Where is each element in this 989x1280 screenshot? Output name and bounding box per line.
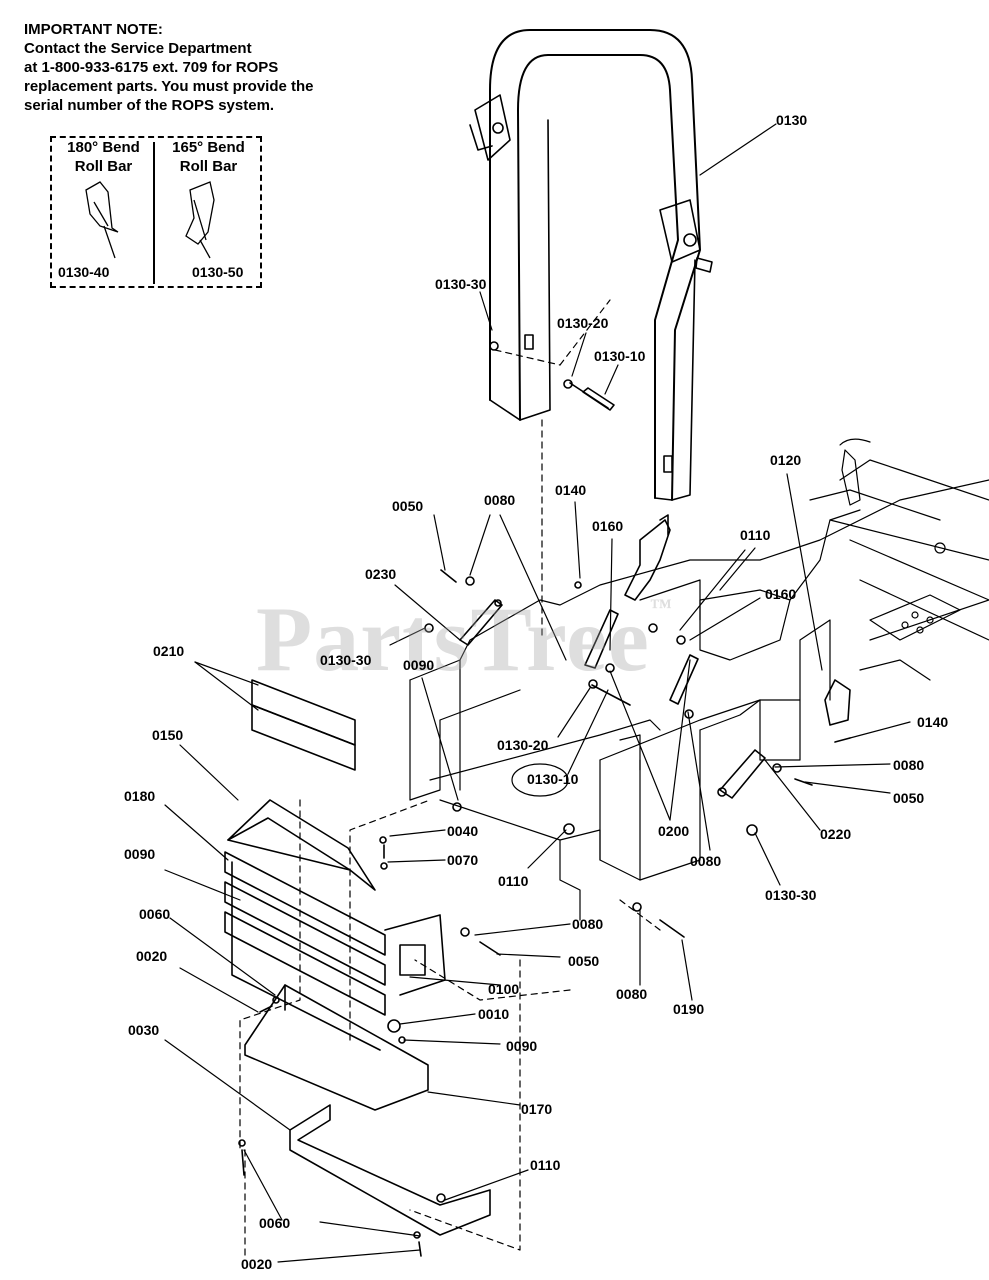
callout-0160[interactable]: 0160 (592, 518, 624, 534)
callout-0080[interactable]: 0080 (616, 986, 648, 1002)
callout-0100[interactable]: 0100 (488, 981, 520, 997)
callout-0130-30[interactable]: 0130-30 (320, 652, 372, 668)
bend-165-title: 165° Bend (172, 139, 245, 156)
callout-0110[interactable]: 0110 (740, 527, 771, 543)
callout-0060[interactable]: 0060 (259, 1215, 291, 1231)
callout-0130-10[interactable]: 0130-10 (527, 771, 579, 787)
watermark-text: PartsTree (256, 588, 650, 690)
callout-0130[interactable]: 0130 (776, 112, 808, 128)
note-line: at 1-800-933-6175 ext. 709 for ROPS (24, 59, 279, 76)
bend-180-column: 180° Bend Roll Bar (52, 138, 155, 176)
callout-0080[interactable]: 0080 (572, 916, 604, 932)
important-note: IMPORTANT NOTE: Contact the Service Depa… (24, 20, 354, 115)
callout-0060[interactable]: 0060 (139, 906, 171, 922)
callout-0020[interactable]: 0020 (241, 1256, 273, 1272)
callout-0170[interactable]: 0170 (521, 1101, 553, 1117)
note-line: Contact the Service Department (24, 40, 252, 57)
callout-0010[interactable]: 0010 (478, 1006, 510, 1022)
callout-0050[interactable]: 0050 (893, 790, 925, 806)
callout-0130-20[interactable]: 0130-20 (497, 737, 549, 753)
bend-180-subtitle: Roll Bar (74, 158, 133, 175)
callout-0080[interactable]: 0080 (484, 492, 516, 508)
callout-0090[interactable]: 0090 (506, 1038, 538, 1054)
callout-0020[interactable]: 0020 (136, 948, 168, 964)
bend-180-title: 180° Bend (67, 139, 140, 156)
callout-0090[interactable]: 0090 (403, 657, 435, 673)
callout-0110[interactable]: 0110 (498, 873, 529, 889)
roll-bar-bend-box: 180° Bend Roll Bar 165° Bend Roll Bar 01… (50, 136, 262, 288)
watermark: PartsTree™ (256, 586, 673, 692)
callout-0110[interactable]: 0110 (530, 1157, 561, 1173)
watermark-tm: ™ (649, 594, 673, 619)
callout-0210[interactable]: 0210 (153, 643, 185, 659)
mower-frame (409, 438, 989, 921)
bend-sketches (85, 181, 215, 259)
callout-0140[interactable]: 0140 (555, 482, 587, 498)
callout-0030[interactable]: 0030 (128, 1022, 160, 1038)
callout-0140[interactable]: 0140 (917, 714, 949, 730)
bend-box-divider (153, 142, 155, 284)
callout-0180[interactable]: 0180 (124, 788, 156, 804)
callout-0040[interactable]: 0040 (447, 823, 479, 839)
callout-0130-10[interactable]: 0130-10 (594, 348, 646, 364)
part-label-0130-40[interactable]: 0130-40 (58, 264, 110, 280)
callout-0050[interactable]: 0050 (392, 498, 424, 514)
callout-0130-30[interactable]: 0130-30 (765, 887, 817, 903)
callout-0130-30[interactable]: 0130-30 (435, 276, 487, 292)
callout-0160[interactable]: 0160 (765, 586, 797, 602)
callout-0090[interactable]: 0090 (124, 846, 156, 862)
callout-0120[interactable]: 0120 (770, 452, 802, 468)
callout-0220[interactable]: 0220 (820, 826, 852, 842)
callout-0200[interactable]: 0200 (658, 823, 690, 839)
callout-0230[interactable]: 0230 (365, 566, 397, 582)
callout-0130-20[interactable]: 0130-20 (557, 315, 609, 331)
callout-0080[interactable]: 0080 (893, 757, 925, 773)
bend-165-subtitle: Roll Bar (179, 158, 238, 175)
callout-0050[interactable]: 0050 (568, 953, 600, 969)
callout-0150[interactable]: 0150 (152, 727, 184, 743)
note-line: serial number of the ROPS system. (24, 97, 275, 114)
callout-0070[interactable]: 0070 (447, 852, 479, 868)
bend-165-column: 165° Bend Roll Bar (157, 138, 260, 176)
note-heading: IMPORTANT NOTE: (24, 21, 163, 38)
callout-0190[interactable]: 0190 (673, 1001, 705, 1017)
callout-0080[interactable]: 0080 (690, 853, 722, 869)
note-line: replacement parts. You must provide the (24, 78, 314, 95)
rops-roll-bar (469, 29, 713, 501)
part-label-0130-50[interactable]: 0130-50 (192, 264, 244, 280)
